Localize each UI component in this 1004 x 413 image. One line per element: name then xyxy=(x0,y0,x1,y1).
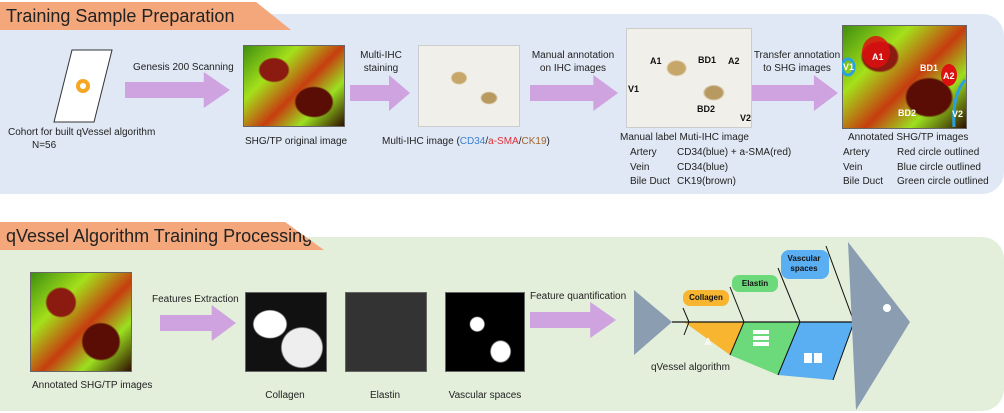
step-scanning-label: Genesis 200 Scanning xyxy=(133,62,234,73)
vein-outline: Blue circle outlined xyxy=(897,162,981,173)
algorithm-training-title: qVessel Algorithm Training Processing xyxy=(0,222,324,250)
training-sample-title: Training Sample Preparation xyxy=(0,2,291,30)
bile-duct-label: Bile Duct xyxy=(843,176,884,187)
arrow-icon xyxy=(530,75,618,111)
vascular-spaces-image xyxy=(445,292,525,372)
bile-duct-outline: Green circle outlined xyxy=(897,176,989,187)
elastin-image xyxy=(345,292,427,372)
cd34-text: CD34 xyxy=(459,136,486,147)
annotation-outlines xyxy=(842,36,966,128)
arrow-icon xyxy=(530,302,616,338)
caption-text: Multi-IHC image ( xyxy=(382,136,460,147)
step-transfer-label-2: to SHG images xyxy=(763,63,831,74)
label-bd2: BD2 xyxy=(697,104,716,114)
label-a1: A1 xyxy=(650,56,662,66)
slash: / xyxy=(485,136,489,147)
elastin-tag xyxy=(732,275,778,292)
vein-marker: CD34(blue) xyxy=(677,162,729,173)
label-bd2: BD2 xyxy=(898,108,917,118)
elastin-caption: Elastin xyxy=(369,390,400,401)
cohort-label: Cohort for built qVessel algorithm xyxy=(8,127,156,138)
ck19-text: CK19 xyxy=(521,136,547,147)
annotated-ihc-image xyxy=(626,28,752,128)
step-staining-label-1: Multi-IHC xyxy=(360,50,402,61)
slash: / xyxy=(518,136,522,147)
annotated-shg-input-image xyxy=(30,272,132,372)
vascular-spaces-caption: Vascular spaces xyxy=(448,390,522,401)
artery-marker: CD34(blue) + a-SMA(red) xyxy=(677,147,792,158)
step-annotation-label-1: Manual annotation xyxy=(531,50,615,61)
collagen-tag xyxy=(683,290,729,306)
label-v1: V1 xyxy=(628,84,640,94)
fishbone-diagram: ⩓ xyxy=(634,242,910,410)
vein-label: Vein xyxy=(843,162,863,173)
collagen-image xyxy=(245,292,327,372)
label-v2: V2 xyxy=(952,109,964,119)
step-transfer-label-1: Transfer annotation xyxy=(753,50,841,61)
label-a2: A2 xyxy=(728,56,740,66)
label-v2: V2 xyxy=(740,113,752,123)
arrow-icon xyxy=(350,75,410,111)
artery-label: Artery xyxy=(843,147,870,158)
label-v1: V1 xyxy=(843,62,855,72)
manual-label-caption: Manual label Muti-IHC image xyxy=(620,132,749,143)
label-a2: A2 xyxy=(943,71,955,81)
vein-label: Vein xyxy=(630,162,650,173)
step-staining-label-2: staining xyxy=(363,63,399,74)
feature-quantification-label: Feature quantification xyxy=(530,291,627,302)
label-a1: A1 xyxy=(872,52,884,62)
collagen-caption: Collagen xyxy=(265,390,305,401)
artery-label: Artery xyxy=(630,147,657,158)
arrow-icon xyxy=(752,75,838,111)
qvessel-algorithm-caption: qVessel algorithm xyxy=(651,362,730,373)
vascular-spaces-tag xyxy=(781,250,829,279)
elastin-tag-label: Elastin xyxy=(741,279,769,288)
shg-original-image xyxy=(243,45,345,127)
cohort-n: N=56 xyxy=(32,140,57,151)
arrow-icon xyxy=(160,305,236,341)
label-bd1: BD1 xyxy=(920,63,939,73)
annotated-input-caption: Annotated SHG/TP images xyxy=(32,380,153,391)
asma-text: a-SMA xyxy=(488,136,519,147)
slide-icon xyxy=(53,49,113,123)
multi-ihc-image xyxy=(418,45,520,127)
arrow-icon xyxy=(125,72,230,108)
multi-ihc-caption: Multi-IHC image (CD34/a-SMA/CK19) xyxy=(382,136,550,147)
label-bd1: BD1 xyxy=(698,55,717,65)
bile-duct-label: Bile Duct xyxy=(630,176,671,187)
annotated-caption: Annotated SHG/TP images xyxy=(848,132,969,143)
collagen-tag-label: Collagen xyxy=(689,293,723,302)
step-annotation-label-2: on IHC images xyxy=(539,63,607,74)
svg-text:⩓: ⩓ xyxy=(704,332,712,348)
bile-duct-marker: CK19(brown) xyxy=(677,176,736,187)
shg-original-caption: SHG/TP original image xyxy=(245,136,348,147)
features-extraction-label: Features Extraction xyxy=(152,294,239,305)
vascular-spaces-tag-label: Vascular spaces xyxy=(787,254,821,273)
close-paren: ) xyxy=(546,136,550,147)
artery-outline: Red circle outlined xyxy=(897,147,980,158)
